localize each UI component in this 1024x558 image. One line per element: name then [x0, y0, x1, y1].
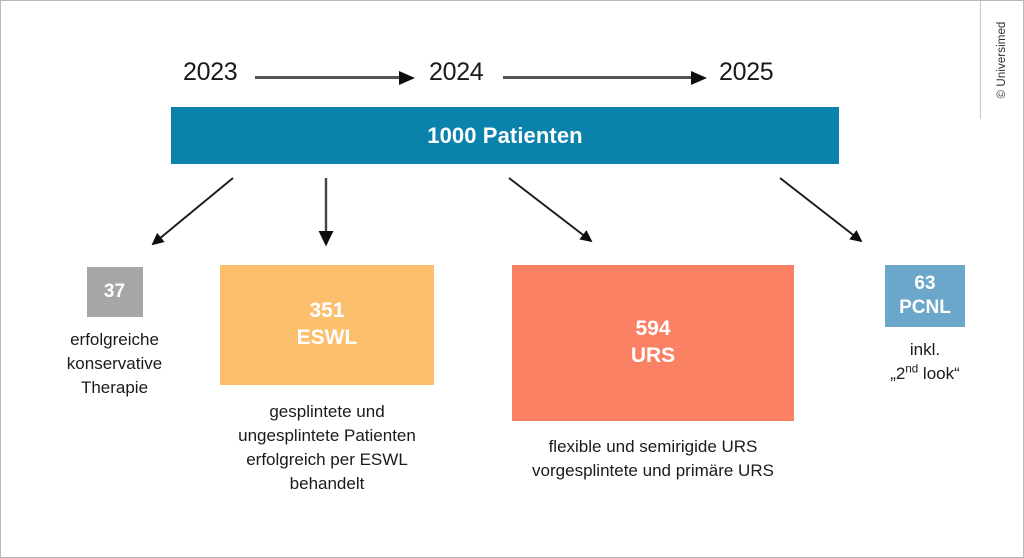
arrow-head — [691, 71, 707, 85]
copyright-strip: © Universimed — [980, 1, 1023, 119]
branch-count: 63 — [914, 272, 936, 294]
cohort-label: 1000 Patienten — [427, 122, 583, 148]
caption-superscript: nd — [905, 363, 919, 376]
branch-arrow-pcnl — [779, 177, 863, 243]
branch-arrow-urs — [508, 177, 593, 243]
branch-method: ESWL — [296, 326, 358, 349]
caption-quote-open: „2 — [890, 364, 906, 384]
copyright-label: © Universimed — [996, 21, 1008, 99]
caption-line: vorgesplintete und primäre URS — [532, 461, 774, 481]
branch-box-eswl: 351 ESWL — [220, 265, 434, 385]
branch-count: 594 — [635, 317, 671, 341]
cohort-bar: 1000 Patienten — [171, 107, 839, 164]
caption-line: erfolgreich per ESWL — [246, 450, 408, 470]
branch-count: 37 — [103, 280, 126, 302]
arrow-shaft — [503, 76, 693, 79]
branch-caption-pcnl: inkl. „2nd look“ — [854, 338, 996, 386]
branch-box-urs: 594 URS — [512, 265, 794, 421]
caption-line: Therapie — [80, 378, 149, 398]
branch-box-pcnl: 63 PCNL — [885, 265, 965, 327]
timeline: 2023 2024 2025 — [171, 54, 791, 94]
branch-method: URS — [630, 344, 676, 367]
right-arrow-icon — [255, 71, 415, 85]
caption-line: „2nd look“ — [854, 362, 996, 386]
branch-eswl: 351 ESWL gesplintete und ungesplintete P… — [220, 265, 434, 497]
branch-pcnl: 63 PCNL inkl. „2nd look“ — [854, 265, 996, 386]
arrow-shaft — [255, 76, 401, 79]
caption-line: gesplintete und — [269, 402, 385, 421]
right-arrow-icon — [503, 71, 707, 85]
caption-line: erfolgreiche — [70, 330, 159, 349]
branch-arrow-konservativ — [151, 177, 234, 246]
caption-line: flexible und semirigide URS — [548, 437, 758, 456]
timeline-year-2024: 2024 — [429, 58, 484, 86]
caption-line: ungesplintete Patienten — [238, 426, 416, 446]
caption-line: inkl. — [909, 340, 941, 359]
branch-konservativ: 37 erfolgreiche konservative Therapie — [37, 267, 192, 400]
branch-box-konservativ: 37 — [86, 267, 143, 317]
branch-caption-urs: flexible und semirigide URS vorgesplinte… — [512, 435, 794, 483]
branch-caption-eswl: gesplintete und ungesplintete Patienten … — [220, 400, 434, 497]
branch-urs: 594 URS flexible und semirigide URS vorg… — [512, 265, 794, 483]
branch-count: 351 — [309, 299, 345, 323]
timeline-year-2023: 2023 — [183, 58, 238, 86]
caption-quote-close: look“ — [918, 364, 960, 384]
branch-caption-konservativ: erfolgreiche konservative Therapie — [37, 328, 192, 400]
arrow-head — [399, 71, 415, 85]
caption-line: konservative — [66, 354, 163, 374]
caption-line: behandelt — [289, 474, 365, 494]
branch-method: PCNL — [899, 297, 951, 318]
timeline-year-2025: 2025 — [719, 58, 774, 86]
